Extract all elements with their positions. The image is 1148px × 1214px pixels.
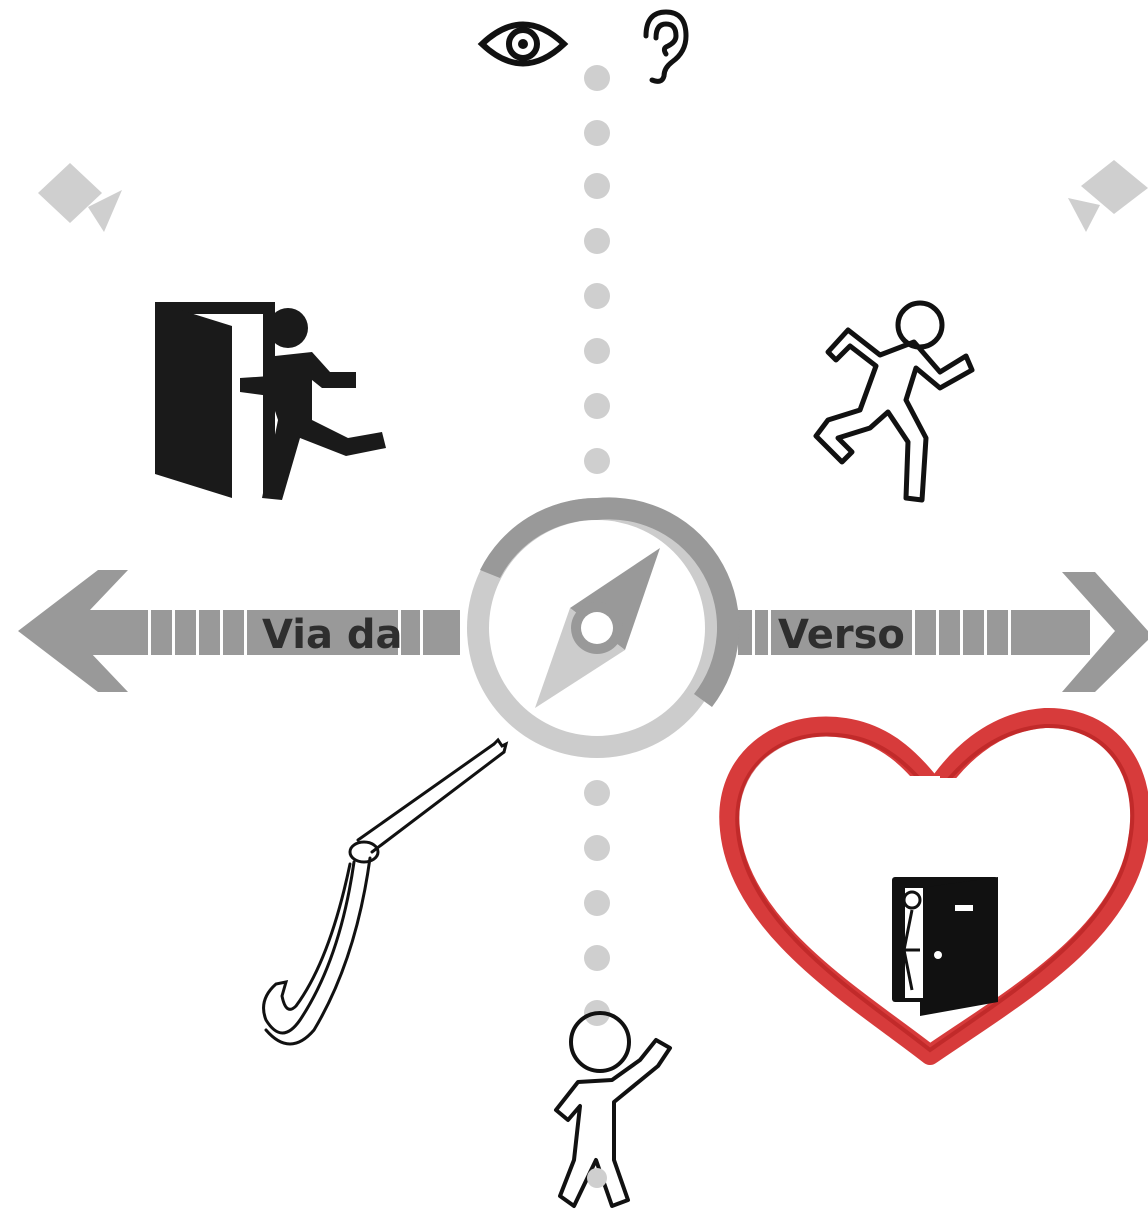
camera-right-icon [1068, 160, 1148, 232]
label-verso: Verso [778, 612, 905, 658]
ear-icon [646, 12, 686, 81]
camera-left-icon [38, 163, 122, 232]
eye-icon [482, 25, 564, 64]
waving-person-icon [556, 1013, 670, 1206]
right-arrow: Verso [738, 572, 1148, 692]
exit-door-icon [155, 302, 386, 500]
left-arrow: Via da [18, 570, 460, 692]
open-door-icon [892, 877, 998, 1016]
fishing-hook-icon [264, 740, 506, 1044]
compass-icon [467, 497, 739, 758]
running-person-icon [816, 303, 972, 500]
label-via-da: Via da [262, 612, 403, 658]
